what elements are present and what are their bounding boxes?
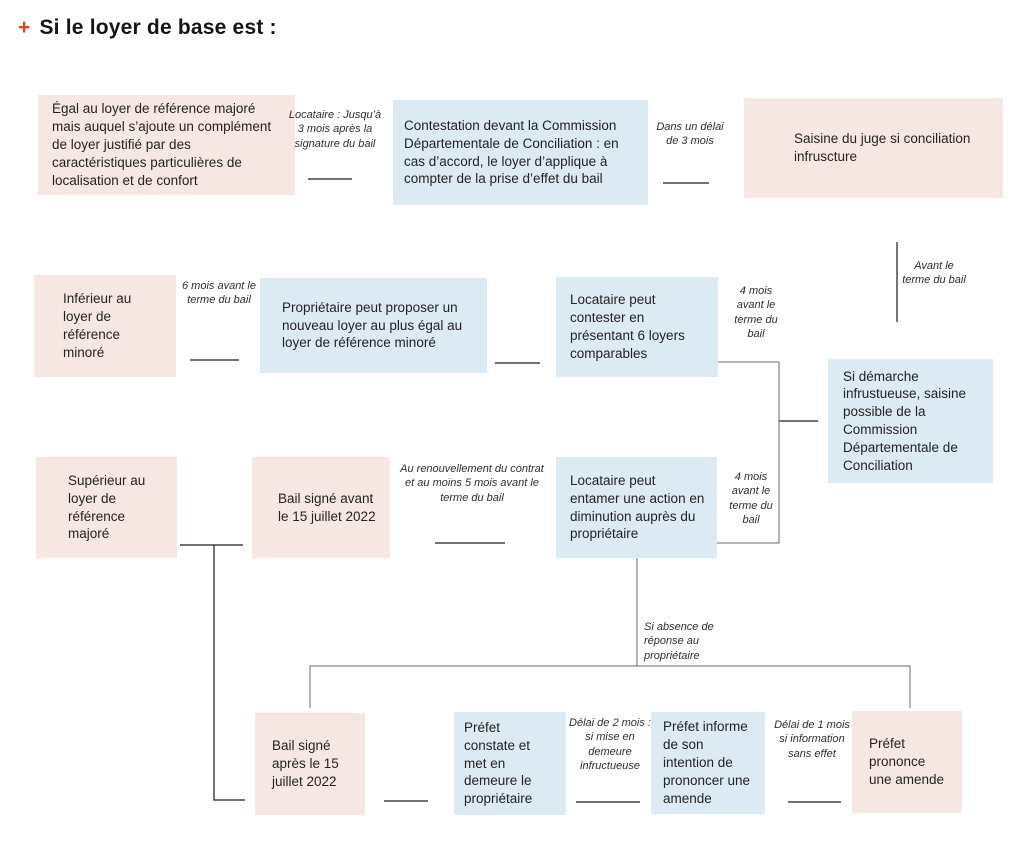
arrow-superieur-to-bail-apres [213, 545, 245, 801]
edge-label-locataire-3mois: Locataire : Jusqu’à 3 mois après la sign… [288, 109, 382, 150]
page-title: + Si le loyer de base est : [18, 16, 277, 40]
page-title-text: Si le loyer de base est : [39, 16, 277, 39]
edge-label-quatre-mois-haut: 4 mois avant le terme du bail [734, 285, 778, 340]
node-proprietaire-proposer-text: Propriétaire peut proposer un nouveau lo… [282, 299, 463, 351]
edge-label-delai-2mois: Délai de 2 mois : si mise en demeure inf… [569, 717, 651, 772]
node-bail-apres: Bail signé après le 15 juillet 2022 [255, 713, 365, 815]
node-egal-loyer-text: Égal au loyer de référence majoré mais a… [52, 101, 272, 188]
node-locataire-contester-text: Locataire peut contester en présentant 6… [570, 292, 685, 361]
node-contestation-text: Contestation devant la Commission Départ… [404, 117, 619, 187]
edge-label-delai-3mois: Dans un délai de 3 mois [656, 121, 724, 148]
node-prefet-constate: Préfet constate et met en demeure le pro… [454, 712, 566, 815]
edge-label-quatre-mois-bas: 4 mois avant le terme du bail [729, 471, 773, 526]
node-prefet-constate-text: Préfet constate et met en demeure le pro… [464, 719, 533, 807]
node-si-demarche-text: Si démarche infrustueuse, saisine possib… [843, 368, 967, 473]
node-si-demarche: Si démarche infrustueuse, saisine possib… [828, 359, 993, 483]
node-prefet-prononce: Préfet prononce une amende [852, 711, 962, 813]
node-locataire-contester: Locataire peut contester en présentant 6… [556, 277, 718, 377]
node-bail-avant: Bail signé avant le 15 juillet 2022 [252, 457, 390, 558]
edge-label-si-absence: Si absence de réponse au propriétaire [644, 621, 714, 662]
node-saisine-juge: Saisine du juge si conciliation infrusct… [744, 98, 1003, 198]
node-locataire-entamer-text: Locataire peut entamer une action en dim… [570, 472, 705, 542]
node-superieur: Supérieur au loyer de référence majoré [36, 457, 177, 558]
node-bail-apres-text: Bail signé après le 15 juillet 2022 [272, 738, 339, 789]
edge-label-avant-terme: Avant le terme du bail [902, 260, 966, 287]
edge-label-six-mois: 6 mois avant le terme du bail [182, 280, 256, 307]
edge-label-renouvellement: Au renouvellement du contrat et au moins… [400, 463, 544, 504]
node-saisine-juge-text: Saisine du juge si conciliation infrusct… [794, 131, 971, 164]
node-superieur-text: Supérieur au loyer de référence majoré [68, 472, 146, 542]
node-inferieur-text: Inférieur au loyer de référence minoré [63, 291, 132, 360]
connector-bottom-bracket [309, 665, 911, 708]
node-prefet-informe: Préfet informe de son intention de prono… [651, 712, 765, 814]
plus-icon: + [18, 16, 31, 39]
node-inferieur: Inférieur au loyer de référence minoré [34, 275, 176, 377]
node-bail-avant-text: Bail signé avant le 15 juillet 2022 [278, 490, 376, 524]
node-contestation: Contestation devant la Commission Départ… [393, 100, 648, 205]
node-egal-loyer: Égal au loyer de référence majoré mais a… [38, 95, 295, 195]
node-proprietaire-proposer: Propriétaire peut proposer un nouveau lo… [260, 278, 487, 373]
edge-label-delai-1mois: Délai de 1 mois si information sans effe… [774, 719, 850, 760]
node-locataire-entamer: Locataire peut entamer une action en dim… [556, 457, 717, 558]
node-prefet-informe-text: Préfet informe de son intention de prono… [663, 719, 751, 806]
node-prefet-prononce-text: Préfet prononce une amende [869, 736, 945, 787]
